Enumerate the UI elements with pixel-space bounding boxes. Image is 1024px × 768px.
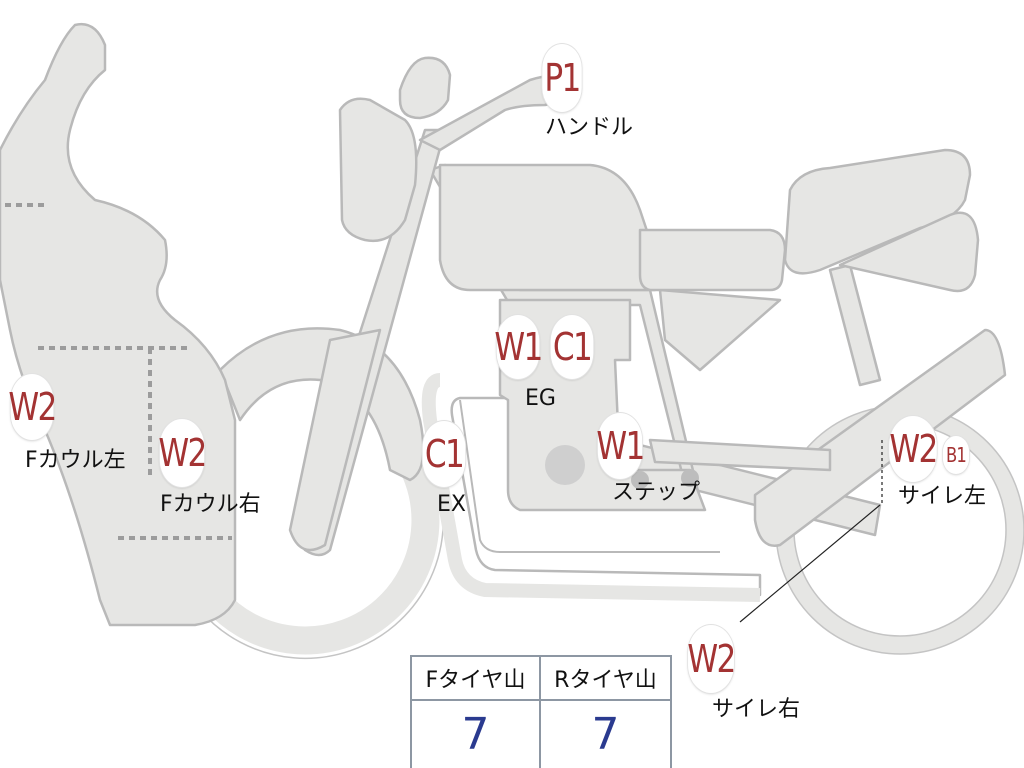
rear-tire-header: Rタイヤ山 [541, 657, 670, 701]
mirror [398, 56, 452, 120]
c1-exhaust-marker: C1 [422, 421, 466, 487]
fcowl-left-label: Fカウル左 [25, 448, 126, 473]
w2-silencer-right-marker: W2 [687, 625, 736, 693]
rear-tire-value: 7 [591, 709, 620, 760]
w2-fcowl-right-marker: W2 [158, 419, 207, 487]
exhaust-label: EX [437, 492, 466, 517]
step-label: ステップ [612, 480, 701, 505]
c1-engine-marker: C1 [550, 315, 594, 379]
w2-fcowl-left-marker: W2 [8, 374, 57, 440]
p1-marker: P1 [542, 44, 582, 112]
step-bracket [648, 438, 832, 472]
front-tire-value: 7 [412, 701, 541, 768]
w2-silencer-left-marker: W2 [889, 416, 938, 482]
front-wheel [204, 430, 440, 655]
silencer-right-label: サイレ右 [712, 697, 801, 722]
b1-silencer-left-marker: B1 [942, 436, 970, 474]
front-cowl [0, 22, 237, 627]
seat-front [638, 228, 787, 292]
front-tire-header: Fタイヤ山 [412, 657, 541, 701]
headlight [338, 97, 418, 243]
w1-step-marker: W1 [596, 413, 645, 479]
tire-tread-table: Fタイヤ山 Rタイヤ山 7 7 [410, 655, 672, 768]
silencer-left-label: サイレ左 [898, 484, 987, 509]
seat-rear [783, 148, 972, 275]
fuel-tank [438, 163, 657, 292]
engine-label: EG [525, 386, 556, 411]
tail-cowl [838, 211, 980, 293]
handlebar-label: ハンドル [545, 115, 634, 140]
fcowl-right-label: Fカウル右 [160, 492, 261, 517]
side-cover [658, 288, 782, 372]
w1-engine-marker: W1 [494, 315, 543, 379]
